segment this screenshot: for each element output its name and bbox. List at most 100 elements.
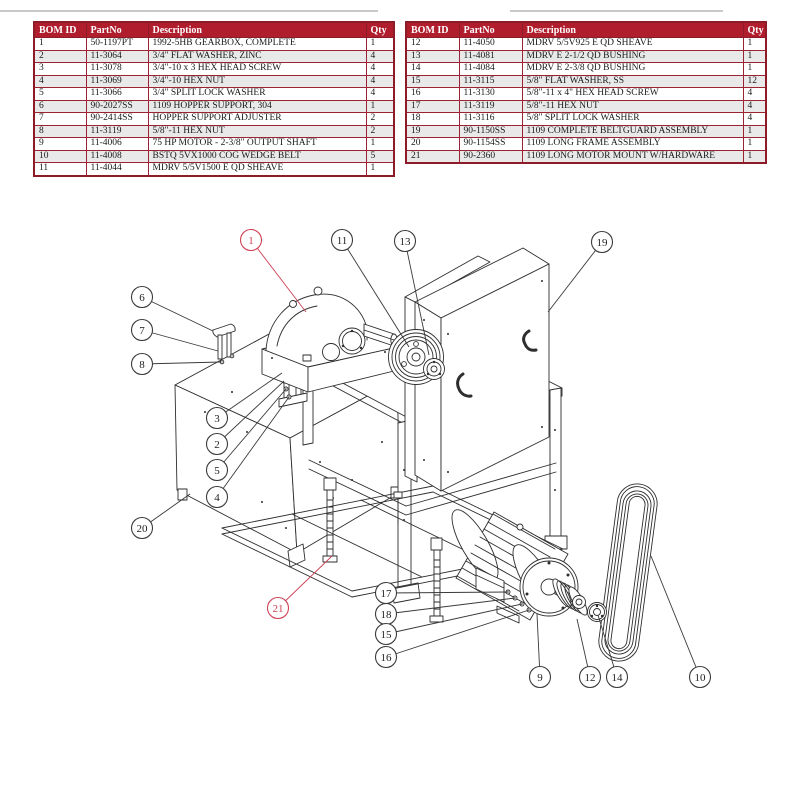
- leader-line-8: [141, 361, 222, 365]
- cell: 1109 LONG MOTOR MOUNT W/HARDWARE: [521, 149, 744, 164]
- jack-screw-right: [429, 537, 444, 623]
- balloon-4: [205, 485, 229, 509]
- cell: 1: [742, 124, 767, 138]
- belt: [598, 483, 658, 662]
- small-sheave: [552, 578, 588, 616]
- balloon-label-1: 1: [248, 235, 254, 247]
- leader-line-4: [216, 396, 290, 498]
- balloon-2: [205, 432, 229, 456]
- balloon-label-5: 5: [214, 465, 220, 477]
- balloon-3: [205, 406, 229, 430]
- balloon-6: [130, 285, 154, 309]
- leader-line-5: [216, 388, 287, 471]
- cell: 21: [405, 149, 460, 164]
- motor: [451, 509, 579, 624]
- column-header: BOM ID: [405, 21, 460, 38]
- cell: 12: [742, 74, 767, 88]
- column-header: Description: [521, 21, 744, 38]
- leader-line-19: [547, 241, 603, 313]
- leader-line-3: [216, 372, 283, 419]
- column-header: PartNo: [85, 21, 149, 38]
- cell: 15: [405, 74, 460, 88]
- column-header: PartNo: [458, 21, 523, 38]
- balloon-19: [590, 230, 614, 254]
- page-top-rule-left: [0, 10, 378, 12]
- column-header: Qty: [365, 21, 395, 38]
- cell: 4: [365, 49, 395, 63]
- balloon-label-16: 16: [381, 652, 393, 664]
- leader-line-1: [250, 239, 307, 313]
- balloon-5: [205, 458, 229, 482]
- cell: 11-3115: [458, 74, 523, 88]
- cell: MDRV 5/5V1500 E QD SHEAVE: [147, 162, 367, 176]
- cell: 5/8"-11 HEX NUT: [521, 99, 744, 113]
- cell: 11-4008: [85, 149, 149, 163]
- cell: MDRV E 2-1/2 QD BUSHING: [521, 49, 744, 63]
- cell: 1: [742, 149, 767, 164]
- cell: 11-3119: [458, 99, 523, 113]
- leader-line-6: [141, 296, 214, 332]
- balloon-label-4: 4: [214, 492, 220, 504]
- balloon-label-7: 7: [139, 325, 145, 337]
- balloon-label-21: 21: [273, 603, 284, 615]
- balloon-label-8: 8: [139, 359, 145, 371]
- balloon-1: [239, 228, 263, 252]
- balloon-16: [374, 645, 398, 669]
- balloon-label-11: 11: [337, 235, 348, 247]
- leader-line-2: [216, 380, 285, 445]
- column-header: Qty: [742, 21, 767, 38]
- balloon-12: [578, 665, 602, 689]
- balloon-21: [266, 596, 290, 620]
- balloon-10: [688, 665, 712, 689]
- balloon-14: [605, 665, 629, 689]
- cell: 5/8"-11 HEX NUT: [147, 124, 367, 138]
- cell: 11-4081: [458, 49, 523, 63]
- balloon-label-6: 6: [139, 292, 145, 304]
- leader-line-10: [650, 555, 701, 678]
- large-bushing: [423, 358, 445, 380]
- cell: 13: [405, 49, 460, 63]
- cell: 5/8" FLAT WASHER, SS: [521, 74, 744, 88]
- jack-screw-left: [322, 477, 338, 563]
- cell: 5: [365, 149, 395, 163]
- small-bushing: [587, 602, 607, 622]
- balloon-8: [130, 352, 154, 376]
- leader-line-15: [385, 603, 523, 635]
- balloon-label-13: 13: [400, 236, 412, 248]
- leader-line-16: [385, 609, 530, 658]
- balloon-11: [330, 228, 354, 252]
- cell: 19: [405, 124, 460, 138]
- balloon-label-19: 19: [597, 237, 609, 249]
- balloon-label-3: 3: [214, 413, 220, 425]
- cell: 4: [33, 74, 87, 88]
- cell: 90-2360: [458, 149, 523, 164]
- hopper-support: [212, 323, 236, 365]
- balloon-label-15: 15: [381, 629, 393, 641]
- leader-line-11: [341, 239, 410, 348]
- balloon-label-2: 2: [214, 439, 220, 451]
- cell: 17: [405, 99, 460, 113]
- balloon-label-20: 20: [137, 523, 149, 535]
- leader-line-18: [385, 597, 516, 615]
- cell: 1109 COMPLETE BELTGUARD ASSEMBLY: [521, 124, 744, 138]
- leader-line-21: [277, 555, 333, 609]
